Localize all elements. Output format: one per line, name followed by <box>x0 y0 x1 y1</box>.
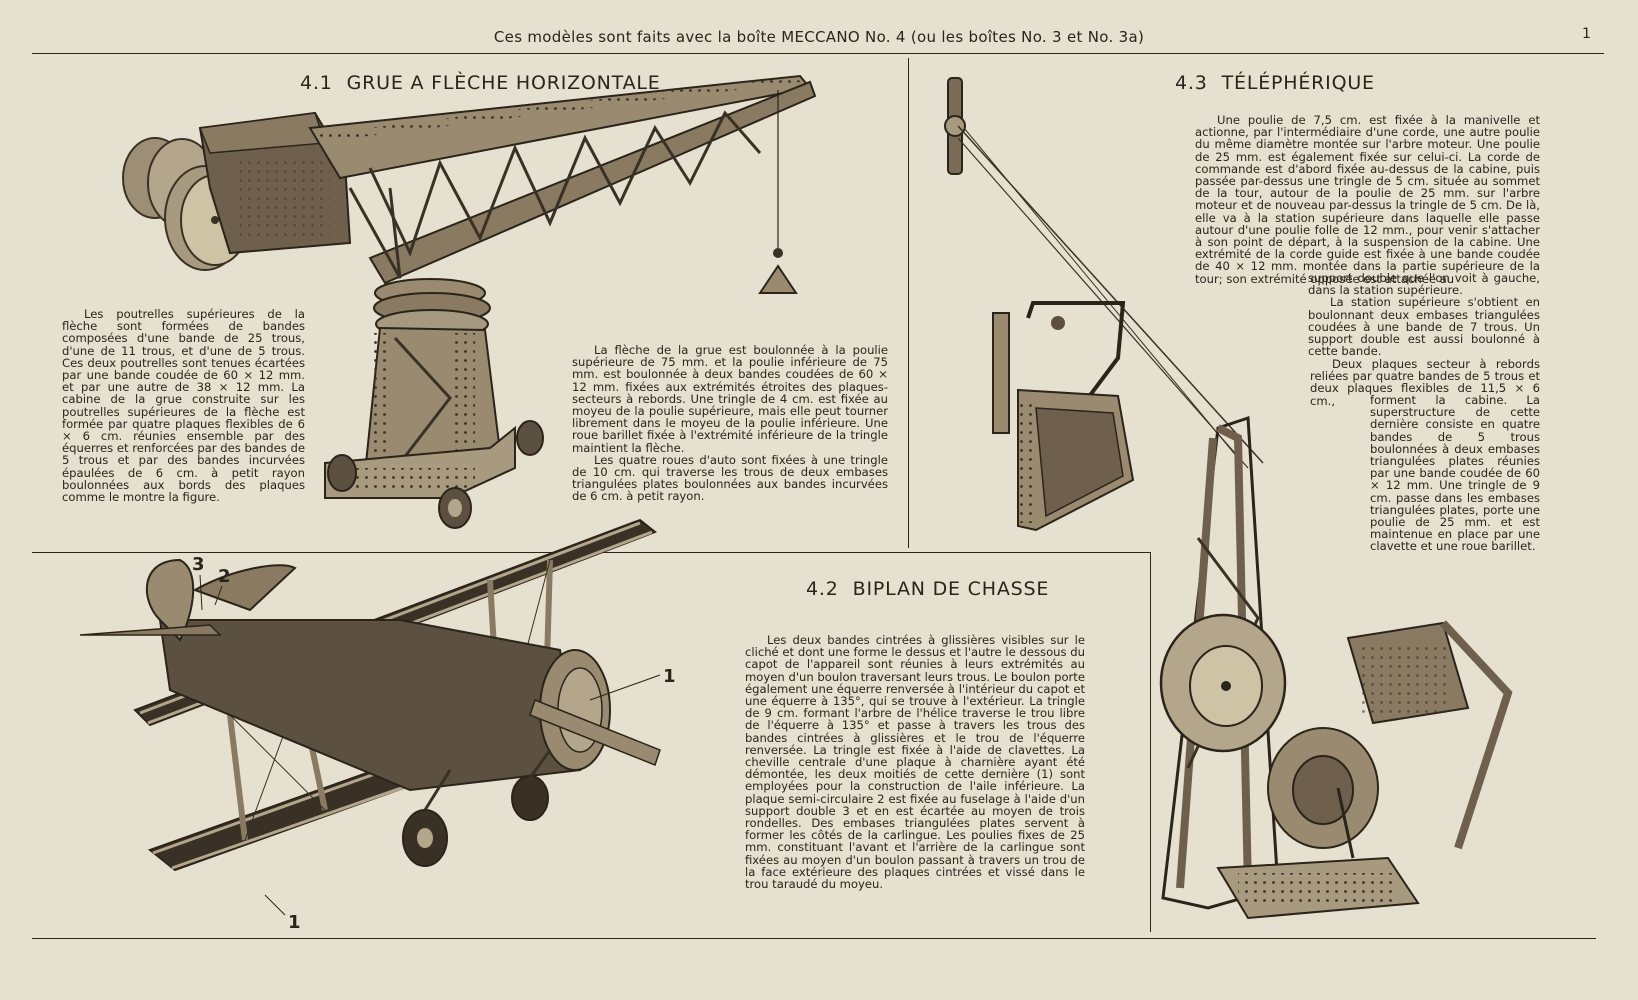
biplane-label-1-bottom: 1 <box>288 912 301 933</box>
cable-car-text-2: support double que l'on voit à gauche, d… <box>1308 271 1540 359</box>
center-divider <box>908 58 909 548</box>
biplane-label-2: 2 <box>218 566 231 587</box>
cable-car-text-3: Deux plaques secteur à rebords reliées p… <box>1310 357 1540 408</box>
page-number: 1 <box>1582 26 1591 42</box>
cable-car-text-4: forment la cabine. La superstructure de … <box>1370 393 1540 554</box>
page-header: Ces modèles sont faits avec la boîte MEC… <box>493 28 1145 46</box>
biplane-text: Les deux bandes cintrées à glissières vi… <box>745 633 1085 892</box>
top-rule <box>32 53 1604 54</box>
cable-car-text: Une poulie de 7,5 cm. est fixée à la man… <box>1195 113 1540 286</box>
biplane-label-1-top: 1 <box>663 666 676 687</box>
bottom-rule <box>32 938 1596 939</box>
crane-text-right: La flèche de la grue est boulonnée à la … <box>572 343 888 504</box>
crane-illustration <box>122 74 817 529</box>
crane-text-left: Les poutrelles supérieures de la flèche … <box>62 307 305 505</box>
biplane-illustration: 3 2 1 1 <box>80 518 676 933</box>
biplane-label-3: 3 <box>192 554 205 575</box>
cable-car-illustration <box>944 77 1513 920</box>
lower-divider <box>1150 552 1151 932</box>
